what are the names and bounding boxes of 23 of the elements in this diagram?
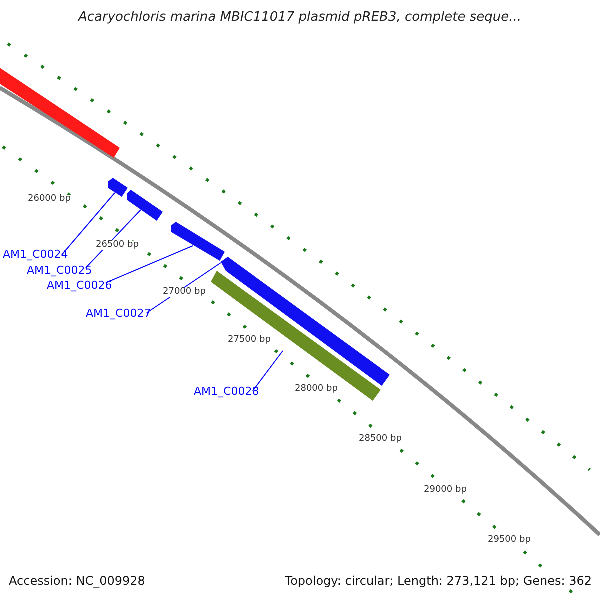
gene-label: AM1_C0028 xyxy=(194,386,260,397)
leader-line xyxy=(252,350,284,392)
tick-label: 27000 bp xyxy=(163,288,206,297)
gene-bar xyxy=(108,178,128,197)
gene-bar xyxy=(0,68,120,158)
gene-bar xyxy=(221,257,390,386)
tick-label: 26500 bp xyxy=(96,241,139,250)
tick-label: 27500 bp xyxy=(228,336,271,345)
diagram-title: Acaryochloris marina MBIC11017 plasmid pREB3, complete seque... xyxy=(77,11,522,24)
leader-line xyxy=(106,246,194,284)
gene-bar xyxy=(171,222,225,261)
gene-label: AM1_C0027 xyxy=(86,308,152,319)
gene-bar xyxy=(127,190,163,221)
tick-label: 28500 bp xyxy=(359,435,402,444)
tick-label: 29000 bp xyxy=(424,486,467,495)
gene-label: AM1_C0025 xyxy=(27,265,92,276)
footer-text: Accession: NC_009928 xyxy=(9,575,146,587)
tick-label: 29500 bp xyxy=(488,536,531,545)
tick-label: 28000 bp xyxy=(295,385,338,394)
footer-text: Topology: circular; Length: 273,121 bp; Genes: 362 xyxy=(285,575,592,587)
gene-label: AM1_C0024 xyxy=(3,249,68,260)
gene-label: AM1_C0026 xyxy=(47,280,112,291)
tick-label: 26000 bp xyxy=(28,195,71,204)
